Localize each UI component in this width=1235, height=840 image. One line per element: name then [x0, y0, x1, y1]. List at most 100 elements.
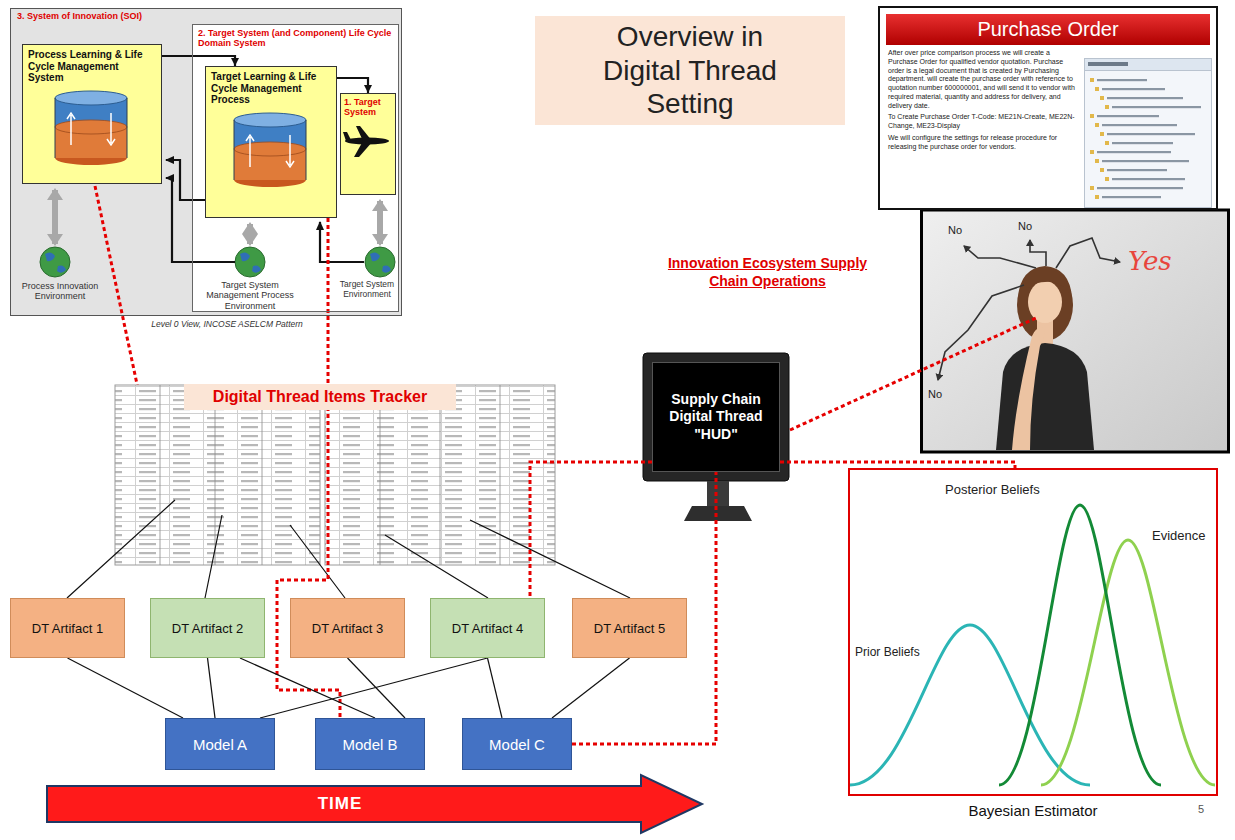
tracker-link	[67, 500, 630, 598]
decision-photo	[922, 210, 1229, 452]
menu-screenshot	[1107, 169, 1167, 171]
artifact-box: DT Artifact 3	[290, 598, 405, 658]
decision-photo	[1030, 240, 1046, 266]
menu-screenshot	[1107, 133, 1195, 135]
menu-screenshot	[1095, 87, 1099, 91]
connector	[488, 658, 503, 718]
monitor	[684, 506, 752, 521]
globe	[365, 247, 395, 277]
ecosystem-title: Innovation Ecosystem Supply Chain Operat…	[665, 255, 870, 290]
menu-screenshot	[1100, 168, 1104, 172]
tracker-title: Digital Thread Items Tracker	[184, 384, 456, 410]
menu-screenshot	[1097, 79, 1147, 81]
belief-curves	[999, 505, 1161, 785]
box-label: Model B	[320, 736, 420, 753]
decision-photo	[1056, 238, 1120, 268]
menu-screenshot	[1097, 187, 1183, 189]
menu-screenshot	[1090, 150, 1094, 154]
box-label: Supply Chain Digital Thread "HUD"	[657, 391, 775, 444]
model-store	[67, 113, 115, 145]
tracker-table	[160, 385, 262, 565]
box-heading: Target Learning & Life Cycle Management …	[211, 71, 331, 106]
environment-arrow	[52, 190, 58, 244]
target-box: 1. Target System	[340, 93, 396, 195]
display-screen: Supply Chain Digital Thread "HUD"	[652, 362, 780, 472]
connector-line	[260, 658, 488, 718]
model-store	[230, 109, 310, 189]
arrow-shape	[47, 775, 702, 833]
model-store	[55, 91, 127, 105]
box-label: TIME	[45, 794, 635, 814]
belief-curves	[1041, 540, 1215, 785]
tracker-table	[115, 385, 555, 565]
decision-photo	[1018, 266, 1072, 298]
panel-ground	[10, 8, 402, 316]
connector	[337, 78, 372, 93]
model-store	[55, 98, 127, 158]
estimator-frame	[848, 468, 1218, 796]
connector	[240, 658, 375, 718]
arrowhead	[231, 58, 239, 66]
choice-word: No	[948, 224, 962, 236]
curve-label: Evidence	[1152, 528, 1205, 543]
connector	[68, 658, 184, 718]
globe	[365, 247, 395, 277]
globe	[370, 252, 391, 272]
process-box: Process Learning & Life Cycle Management…	[22, 44, 162, 184]
box-body: We will configure the settings for relea…	[888, 134, 1076, 152]
box-label: DT Artifact 1	[15, 621, 120, 636]
globe	[235, 247, 265, 277]
menu-screenshot	[1084, 58, 1212, 208]
choice-word: Yes	[1128, 246, 1172, 276]
connector-line	[348, 658, 406, 718]
globe	[235, 247, 265, 277]
menu-screenshot	[1102, 160, 1189, 162]
model-store	[246, 135, 294, 167]
model-box: Model C	[462, 718, 572, 770]
title-box: Overview in Digital Thread Setting	[535, 16, 845, 125]
arrowhead	[364, 85, 372, 93]
menu-screenshot	[1102, 88, 1165, 90]
model-box: Model B	[315, 718, 425, 770]
box-heading: Bayesian Estimator	[848, 802, 1218, 819]
connector-line	[530, 462, 652, 598]
environment-arrow	[247, 224, 253, 244]
menu-screenshot	[1105, 177, 1109, 181]
connector	[530, 462, 652, 598]
model-box: Model A	[165, 718, 275, 770]
airplane	[356, 126, 372, 141]
airplane	[342, 121, 392, 161]
menu-screenshot	[1095, 195, 1099, 199]
environment-label: Target System Management Process Environ…	[200, 280, 300, 311]
menu-screenshot	[1090, 78, 1094, 82]
artifact-box: DT Artifact 5	[572, 598, 687, 658]
connector	[162, 56, 239, 66]
monitor	[707, 481, 729, 506]
connector	[208, 658, 216, 718]
connector	[552, 658, 630, 718]
airplane	[343, 132, 351, 141]
connector-line	[337, 78, 368, 93]
model-store	[51, 87, 131, 167]
connector-line	[572, 472, 716, 744]
artifact-box: DT Artifact 2	[150, 598, 265, 658]
menu-screenshot	[1102, 124, 1177, 126]
arrow-shape	[45, 773, 705, 835]
estimator-frame	[849, 469, 1217, 795]
box-heading: 3. System of Innovation (SOI)	[17, 11, 395, 21]
connector	[780, 462, 1015, 468]
model-store	[55, 120, 127, 134]
box-label: DT Artifact 5	[577, 621, 682, 636]
panel-ground	[192, 24, 399, 312]
box-heading: 2. Target System (and Component) Life Cy…	[198, 28, 393, 49]
box-label: Model A	[170, 736, 270, 753]
artifact-box: DT Artifact 4	[430, 598, 545, 658]
menu-screenshot	[1105, 105, 1109, 109]
view-caption: Level 0 View, INCOSE ASELCM Pattern	[138, 319, 316, 329]
menu-screenshot	[1107, 97, 1183, 99]
environment-label: Process Innovation Environment	[12, 281, 108, 302]
document-panel: Purchase OrderAfter over price compariso…	[878, 6, 1218, 210]
box-label: DT Artifact 2	[155, 621, 260, 636]
decision-photo	[1012, 328, 1045, 450]
menu-screenshot	[1090, 186, 1094, 190]
